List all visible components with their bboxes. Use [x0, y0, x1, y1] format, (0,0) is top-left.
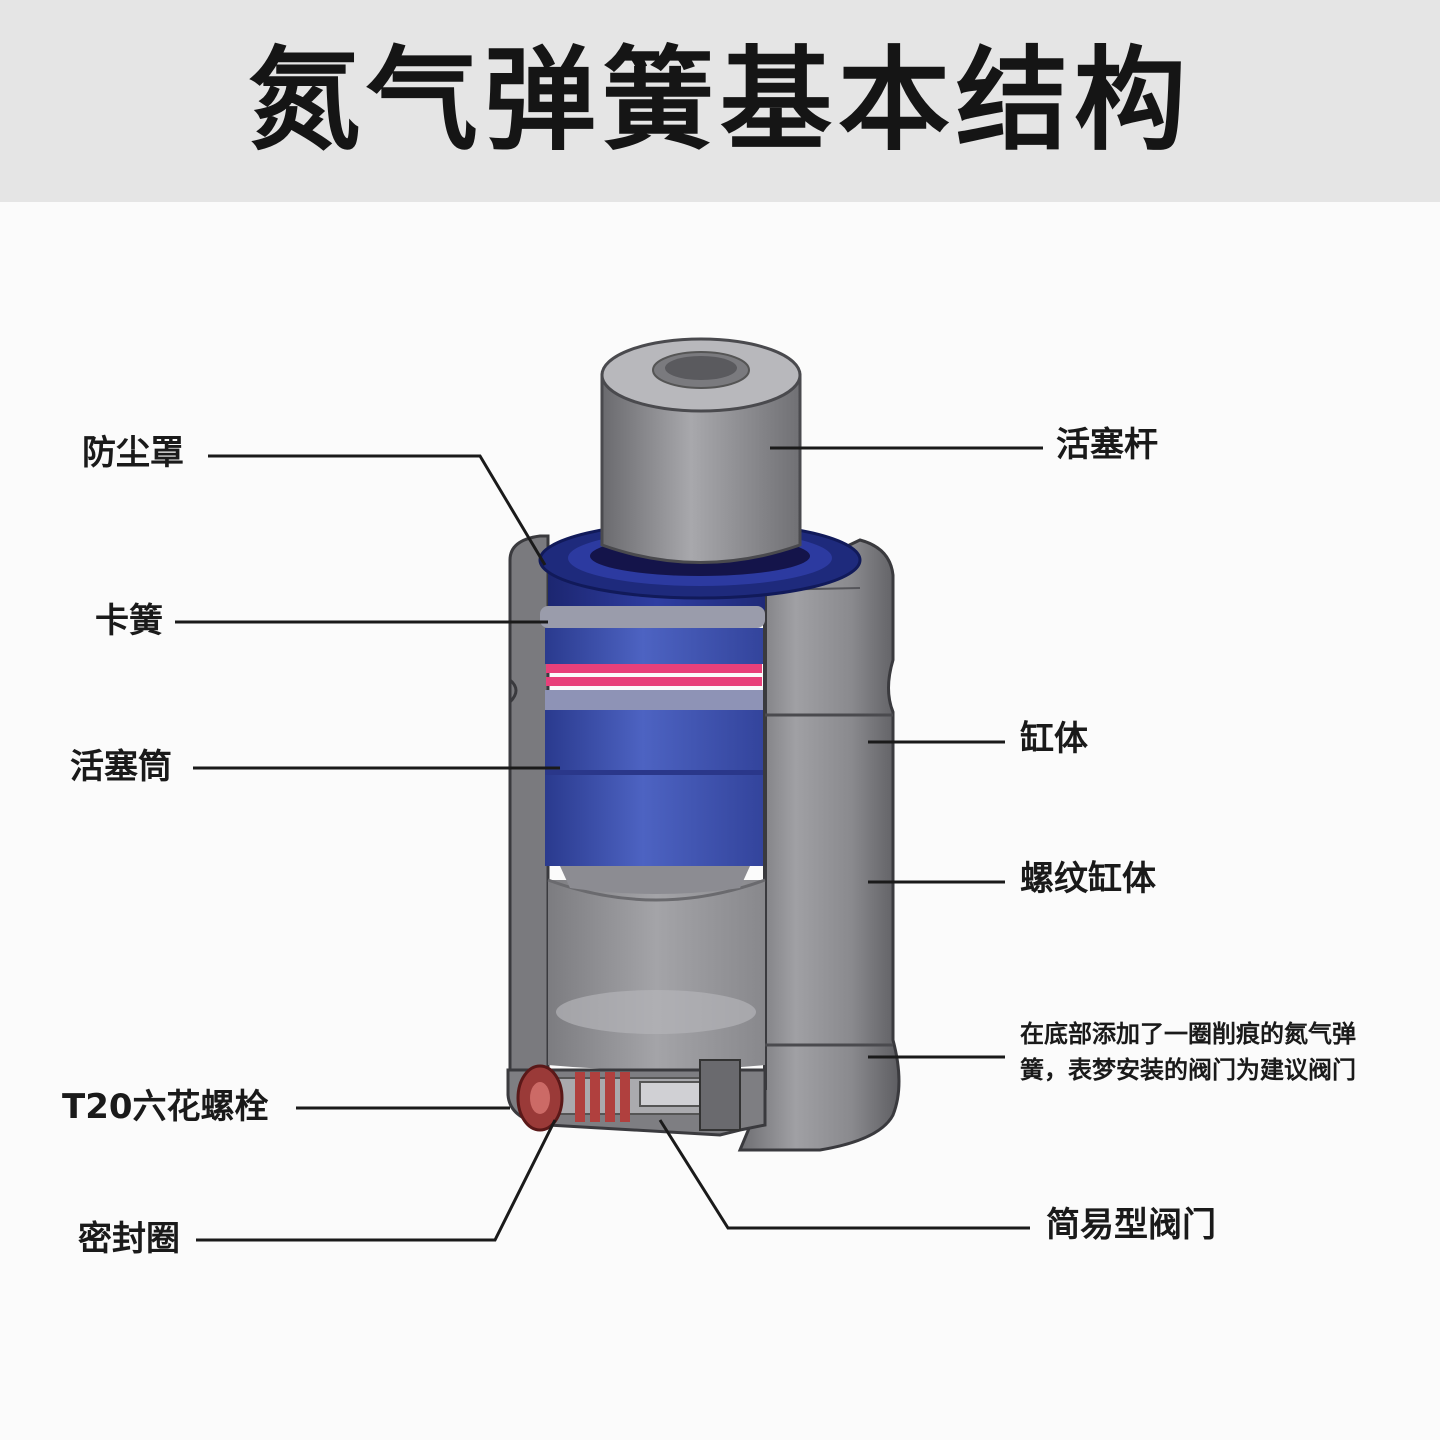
- valve-assembly: [506, 1059, 767, 1137]
- piston-rod: [600, 337, 802, 564]
- t20-bolt-head: [516, 1064, 564, 1132]
- leader-seal-ring: [196, 1119, 557, 1242]
- label-simple-valve: 简易型阀门: [1046, 1205, 1216, 1245]
- piston-sleeve: [540, 570, 765, 894]
- leader-simple-valve: [658, 1119, 1030, 1230]
- page-title: 氮气弹簧基本结构: [248, 36, 1192, 166]
- label-seal-ring: 密封圈: [78, 1219, 180, 1259]
- label-threaded-cylinder: 螺纹缸体: [1020, 859, 1156, 899]
- inner-chamber: [547, 878, 766, 1070]
- label-circlip: 卡簧: [95, 601, 163, 641]
- label-piston-rod: 活塞杆: [1056, 425, 1158, 465]
- leader-lines: [175, 446, 1043, 1242]
- cylinder-body: [508, 534, 901, 1152]
- label-piston-sleeve: 活塞筒: [70, 747, 172, 787]
- leader-dust-cover: [208, 454, 547, 566]
- title-banner: 氮气弹簧基本结构: [0, 0, 1440, 202]
- label-cylinder-body: 缸体: [1020, 719, 1088, 759]
- label-dust-cover: 防尘罩: [82, 433, 184, 473]
- label-t20-bolt: T20六花螺栓: [62, 1087, 269, 1127]
- label-valve-note: 在底部添加了一圈削痕的氮气弹簧，表梦安装的阀门为建议阀门: [1020, 1020, 1356, 1084]
- valve-spring: [575, 1072, 630, 1122]
